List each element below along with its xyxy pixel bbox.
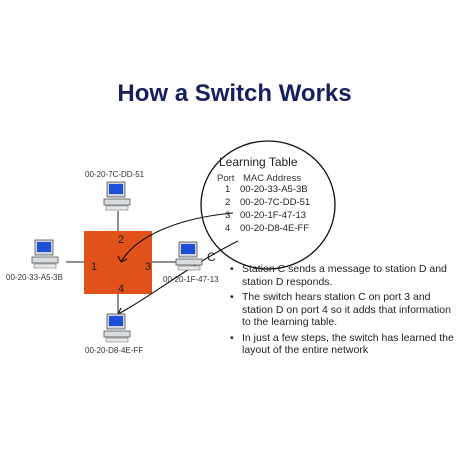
bullet-glyph: • — [230, 263, 234, 275]
explanation-list: • Station C sends a message to station D … — [230, 263, 462, 360]
list-item: • The switch hears station C on port 3 an… — [230, 291, 462, 329]
station-left-mac: 00-20-33-A5-3B — [6, 273, 63, 282]
station-c-label: C — [207, 250, 216, 264]
learning-table-port: 2 — [225, 197, 231, 208]
station-top-mac: 00-20-7C-DD-51 — [85, 170, 145, 179]
callout-arrow-upper — [117, 255, 128, 263]
learning-table-header-port: Port — [217, 173, 235, 184]
bullet-text: In just a few steps, the switch has lear… — [242, 331, 454, 357]
port-3-label: 3 — [145, 261, 151, 273]
bullet-text: Station C sends a message to station D a… — [242, 263, 447, 288]
learning-table-header-mac: MAC Address — [243, 173, 302, 184]
callout-curve-lower — [117, 240, 239, 315]
port-1-label: 1 — [91, 261, 97, 273]
learning-table-circle — [200, 140, 336, 270]
station-bottom-mac: 00-20-D8-4E-FF — [85, 346, 144, 355]
port-4-label: 4 — [118, 283, 124, 295]
bullet-glyph: • — [230, 331, 234, 344]
station-right-mac: 00-20-1F-47-13 — [163, 275, 219, 284]
callout-curve-upper — [120, 212, 234, 263]
learning-table-port: 1 — [225, 184, 231, 195]
computer-top-icon — [103, 181, 131, 211]
learning-table-mac: 00-20-D8-4E-FF — [240, 223, 310, 234]
learning-table-port: 3 — [225, 210, 231, 221]
list-item: • In just a few steps, the switch has lea… — [230, 332, 462, 357]
computer-bottom-icon — [103, 313, 131, 343]
page-title: How a Switch Works — [117, 80, 352, 107]
learning-table-port: 4 — [225, 223, 231, 234]
computer-left-icon — [31, 239, 59, 269]
bullet-text: The switch hears station C on port 3 and… — [242, 291, 451, 328]
port-2-label: 2 — [118, 234, 124, 246]
learning-table-mac: 00-20-1F-47-13 — [240, 210, 307, 221]
list-item: • Station C sends a message to station D … — [230, 263, 462, 288]
bullet-glyph: • — [230, 291, 234, 303]
computer-right-icon — [175, 241, 203, 271]
learning-table-mac: 00-20-33-A5-3B — [240, 184, 308, 195]
learning-table-title: Learning Table — [219, 155, 298, 169]
learning-table-mac: 00-20-7C-DD-51 — [240, 197, 311, 208]
